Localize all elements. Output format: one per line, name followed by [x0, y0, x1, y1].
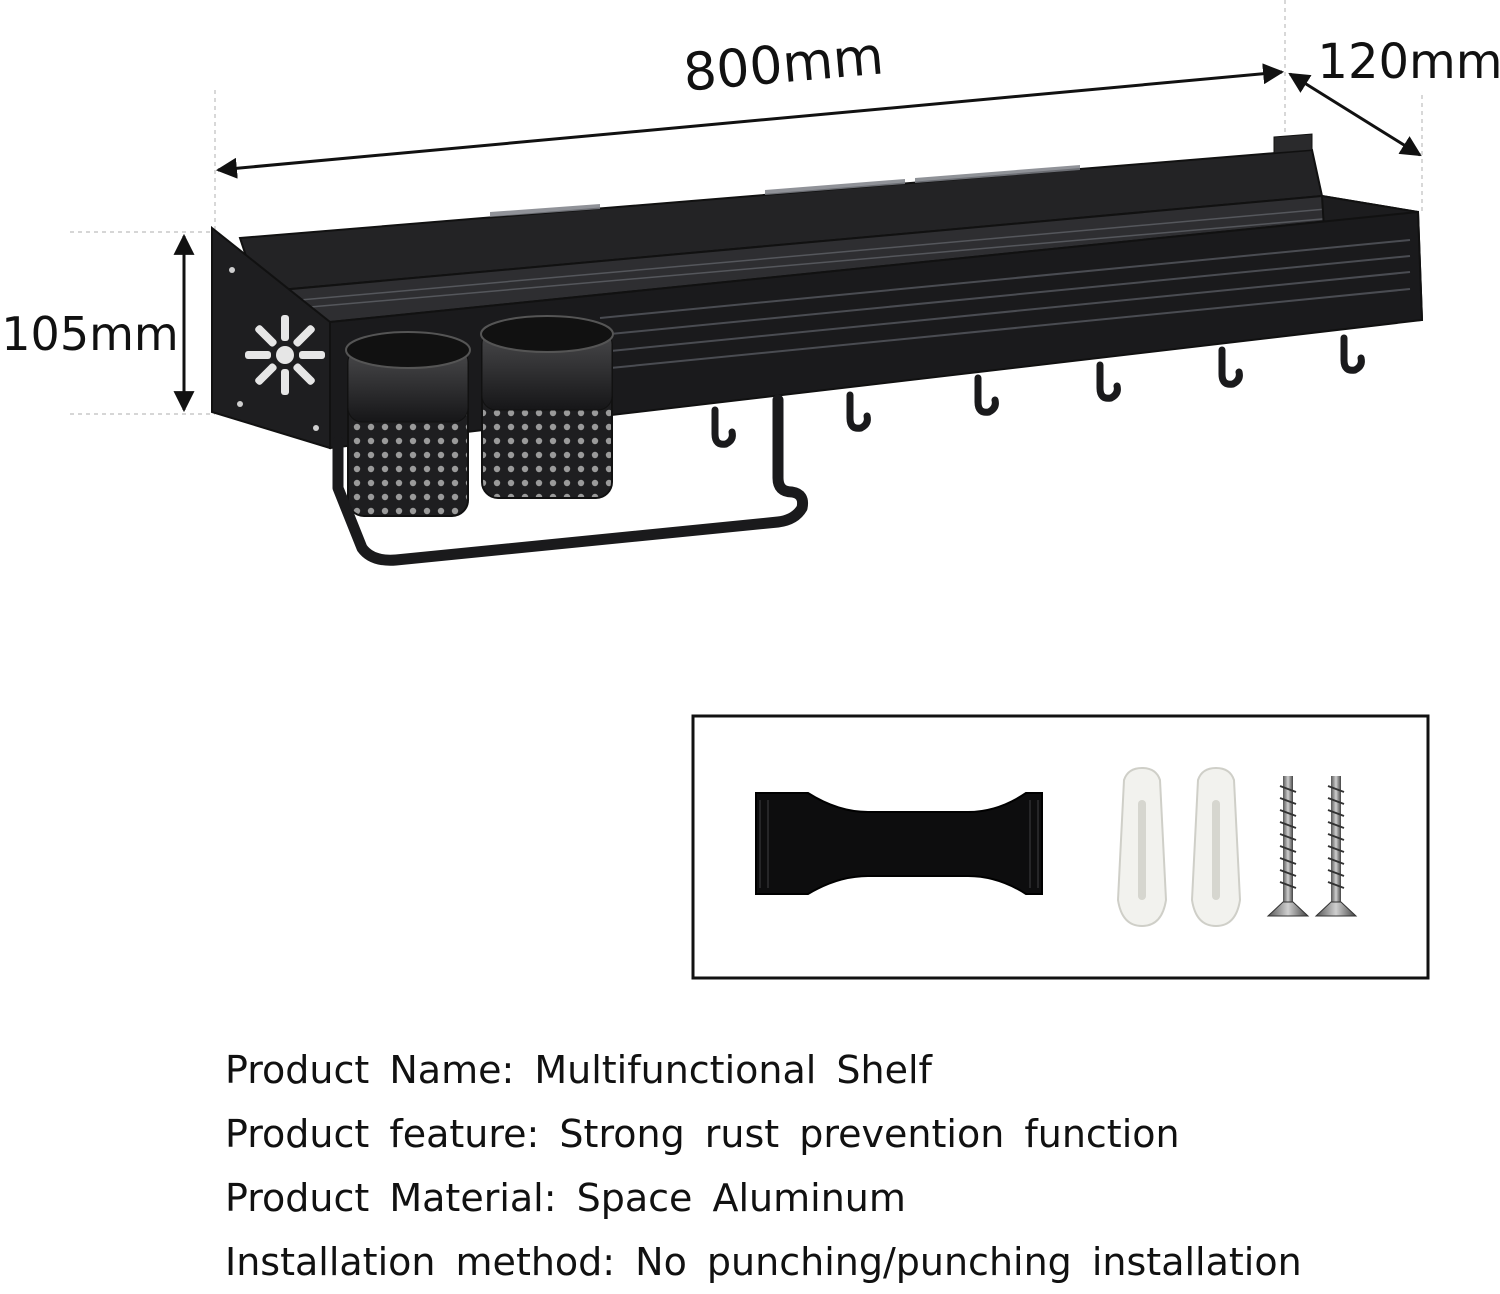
wall-anchor-icon	[1190, 766, 1242, 928]
utensil-cup-left	[345, 331, 471, 517]
width-dimension-label: 800mm	[681, 26, 886, 103]
height-dimension-label: 105mm	[1, 307, 178, 361]
utensil-cup-right	[480, 315, 614, 499]
accessories-box	[691, 714, 1430, 980]
spec-installation-method: Installation method: No punching/punchin…	[225, 1240, 1302, 1284]
spec-product-material: Product Material: Space Aluminum	[225, 1176, 906, 1220]
product-illustration: 800mm 120mm 105mm	[1, 0, 1500, 980]
hooks	[711, 334, 1365, 448]
towel-bar	[332, 394, 808, 566]
dimension-guides	[70, 0, 1423, 415]
depth-dimension-arrow	[1288, 72, 1422, 157]
width-dimension-arrow	[215, 63, 1285, 179]
adhesive-strip-pack-icon	[755, 792, 1043, 895]
decorative-cutout-left	[245, 315, 325, 395]
product-spec-list: Product Name: Multifunctional Shelf Prod…	[225, 1038, 1302, 1294]
screw-icon	[1314, 776, 1358, 917]
depth-dimension-label: 120mm	[1317, 34, 1500, 90]
spec-product-name: Product Name: Multifunctional Shelf	[225, 1048, 932, 1092]
spec-product-feature: Product feature: Strong rust prevention …	[225, 1112, 1180, 1156]
kitchen-shelf	[211, 133, 1424, 566]
wall-anchor-icon	[1116, 766, 1168, 928]
screw-icon	[1266, 776, 1310, 917]
